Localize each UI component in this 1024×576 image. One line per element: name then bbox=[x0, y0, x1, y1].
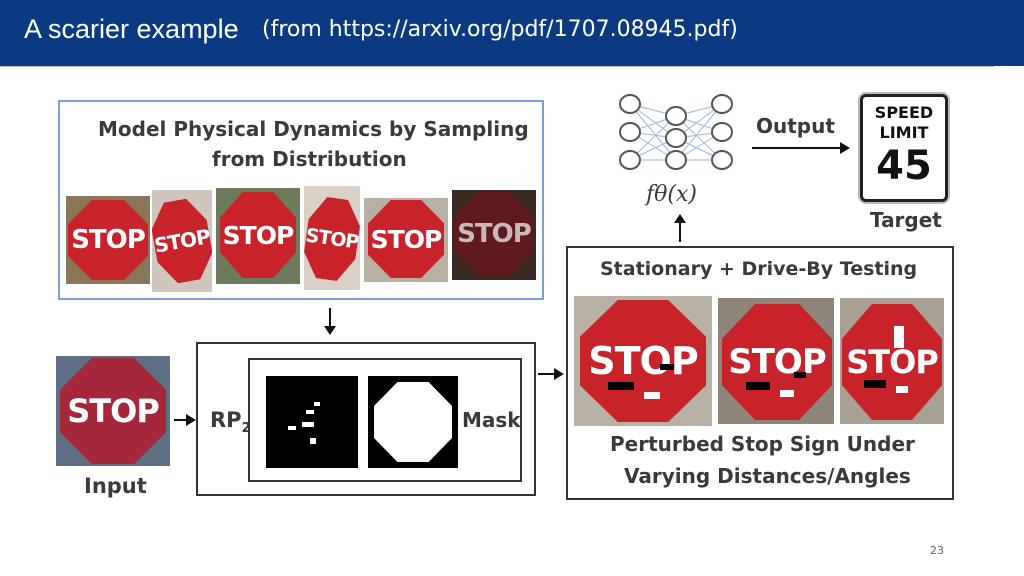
stop-text: STOP bbox=[152, 224, 212, 258]
mask-image bbox=[368, 376, 458, 468]
speed-line2: LIMIT bbox=[879, 123, 929, 142]
sampled-sign-6: STOP bbox=[452, 190, 536, 280]
sampled-sign-2: STOP bbox=[152, 190, 212, 292]
title-divider bbox=[0, 66, 994, 67]
sampled-sign-5: STOP bbox=[364, 198, 448, 282]
classifier-label: fθ(x) bbox=[646, 182, 697, 207]
sampled-sign-4: STOP bbox=[304, 186, 360, 290]
arrow-down bbox=[329, 308, 331, 328]
stop-text: STOP bbox=[67, 392, 160, 430]
rp2-text: RP bbox=[210, 408, 242, 432]
perturbed-sign-3: STOP bbox=[840, 298, 944, 424]
arrow-output-head bbox=[840, 142, 850, 154]
sampled-sign-1: STOP bbox=[66, 196, 150, 284]
stop-text: STOP bbox=[846, 343, 939, 381]
arrow-input-head bbox=[186, 414, 196, 426]
testing-box bbox=[566, 246, 954, 500]
input-sign-photo: STOP bbox=[56, 356, 170, 466]
stop-text: STOP bbox=[370, 224, 443, 254]
sampling-title-line1: Model Physical Dynamics by Sampling bbox=[98, 117, 529, 141]
arrow-down-head bbox=[324, 326, 336, 335]
arrow-up-head bbox=[674, 214, 686, 223]
perturbed-sign-2: STOP bbox=[718, 298, 834, 424]
neural-network-icon bbox=[619, 94, 733, 170]
stop-text: STOP bbox=[304, 224, 360, 254]
sampled-sign-3: STOP bbox=[216, 188, 300, 284]
stop-text: STOP bbox=[728, 342, 827, 382]
stop-text: STOP bbox=[71, 225, 146, 255]
arrow-to-testing bbox=[538, 373, 556, 375]
output-label: Output bbox=[756, 114, 835, 138]
arrow-to-testing-head bbox=[554, 368, 564, 380]
perturbed-sign-1: STOP bbox=[574, 296, 712, 426]
arrow-input bbox=[174, 419, 188, 421]
stop-text: STOP bbox=[588, 339, 698, 383]
perturbed-caption-line1: Perturbed Stop Sign Under bbox=[610, 432, 915, 456]
page-number: 23 bbox=[930, 544, 944, 557]
speed-limit-sign: SPEED LIMIT 45 bbox=[860, 94, 948, 202]
speed-line1: SPEED bbox=[874, 103, 934, 122]
mask-label: Mask bbox=[462, 408, 521, 432]
perturbed-caption-line2: Varying Distances/Angles bbox=[624, 464, 911, 488]
input-label: Input bbox=[84, 474, 147, 498]
sampling-box bbox=[58, 100, 544, 300]
arrow-output bbox=[752, 147, 842, 149]
sampling-title-line2: from Distribution bbox=[212, 147, 407, 171]
mask-inner-box bbox=[248, 358, 522, 482]
arrow-up bbox=[679, 222, 681, 242]
testing-title: Stationary + Drive-By Testing bbox=[600, 258, 918, 280]
speed-value: 45 bbox=[876, 143, 932, 189]
title-bar: A scarier example (from https://arxiv.or… bbox=[0, 0, 1024, 66]
perturbation-image bbox=[266, 376, 358, 468]
slide-source: (from https://arxiv.org/pdf/1707.08945.p… bbox=[262, 17, 738, 42]
rp2-box bbox=[196, 342, 536, 496]
rp2-subscript: 2 bbox=[241, 421, 251, 437]
rp2-label: RP2 bbox=[210, 408, 251, 436]
target-label: Target bbox=[870, 208, 942, 232]
stop-text: STOP bbox=[222, 220, 295, 250]
stop-text: STOP bbox=[457, 219, 532, 249]
slide-title: A scarier example bbox=[24, 14, 239, 44]
